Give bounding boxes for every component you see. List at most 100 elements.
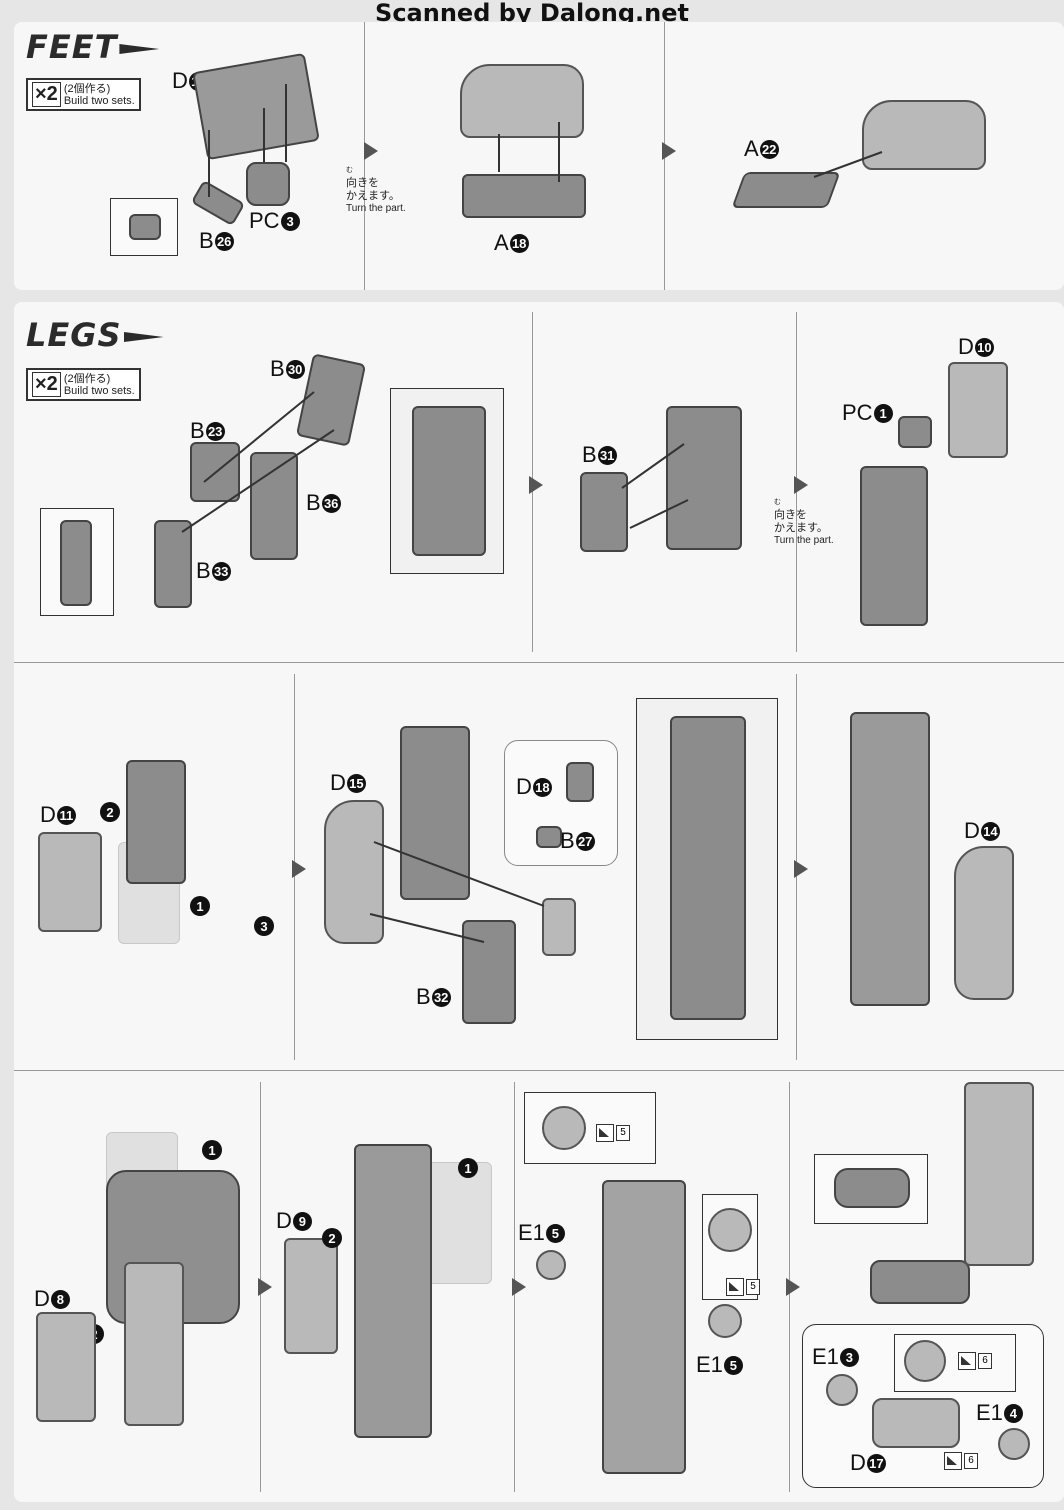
part-d11 — [38, 832, 102, 932]
part-d15 — [324, 800, 384, 944]
part-e15-detail-top — [542, 1106, 586, 1150]
sticker-5-top: 5 — [596, 1124, 630, 1142]
legs-title: LEGS — [26, 316, 164, 354]
part-heel — [870, 1260, 970, 1304]
assembly-arrows-legs-3 — [369, 841, 545, 943]
part-foot-assembled — [862, 100, 986, 170]
step-arrow-feet-2 — [662, 142, 676, 160]
turn-note-legs: む 向きを かえます。 Turn the part. — [774, 499, 834, 546]
part-knee-frame — [126, 760, 186, 884]
part-shin-with-d14 — [850, 712, 930, 1006]
feet-title: FEET — [26, 28, 160, 66]
assembly-arrows-legs-1 — [181, 391, 335, 533]
part-foot-shell — [460, 64, 584, 138]
feet-panel: FEET ×2 (2個作る)Build two sets. D16 B26 PC… — [14, 22, 1064, 290]
part-b26 — [190, 179, 246, 227]
part-b32 — [462, 920, 516, 1024]
step-2-badge: 2 — [100, 802, 120, 822]
assembly-arrows-feet-1 — [208, 84, 287, 197]
ghost-knee-guard-b — [424, 1162, 492, 1284]
part-d14 — [954, 846, 1014, 1000]
part-d18 — [566, 762, 594, 802]
part-leg-3d — [964, 1082, 1034, 1266]
part-e14 — [998, 1428, 1030, 1460]
step-arrow-legs-5 — [258, 1278, 272, 1296]
sticker-6-bottom: 6 — [944, 1452, 978, 1470]
part-b33 — [154, 520, 192, 608]
part-d10 — [948, 362, 1008, 458]
detail-part-b26 — [129, 214, 161, 240]
part-shin-assembled — [670, 716, 746, 1020]
part-upper-leg-frame — [412, 406, 486, 556]
part-leg-3b — [354, 1144, 432, 1438]
part-d17 — [872, 1398, 960, 1448]
part-b36 — [250, 452, 298, 560]
part-e13-detail — [904, 1340, 946, 1382]
part-a22-toe — [731, 172, 841, 208]
step-3-badge: 3 — [254, 916, 274, 936]
part-thigh-frame — [666, 406, 742, 550]
part-d8 — [36, 1312, 96, 1422]
part-thigh-assembled — [860, 466, 928, 626]
part-pc3 — [246, 162, 290, 206]
step-arrow-legs-1 — [529, 476, 543, 494]
step-1-badge: 1 — [190, 896, 210, 916]
part-heel-detail — [834, 1168, 910, 1208]
detail-part-b33 — [60, 520, 92, 606]
part-d16-foot-frame — [192, 52, 320, 161]
step-arrow-legs-3 — [292, 860, 306, 878]
part-shin-frame — [400, 726, 470, 900]
assembly-arrows-feet-2 — [498, 122, 560, 182]
part-d18-b27-assembled — [542, 898, 576, 956]
part-e15-right — [708, 1304, 742, 1338]
part-pc1 — [898, 416, 932, 448]
part-lower-leg-3a — [124, 1262, 184, 1426]
sticker-6-top: 6 — [958, 1352, 992, 1370]
part-d9 — [284, 1238, 338, 1354]
step-arrow-legs-7 — [786, 1278, 800, 1296]
step-1-badge-row3b: 1 — [458, 1158, 478, 1178]
part-leg-3c — [602, 1180, 686, 1474]
legs-build-badge: ×2 (2個作る)Build two sets. — [26, 368, 141, 401]
step-arrow-legs-2 — [794, 476, 808, 494]
scan-credit: Scanned by Dalong.net — [375, 0, 689, 27]
assembly-arrows-legs-2 — [621, 443, 689, 529]
turn-note-feet: む 向きを かえます。 Turn the part. — [346, 167, 406, 214]
part-a18-sole — [462, 174, 586, 218]
part-e15-left — [536, 1250, 566, 1280]
part-b31 — [580, 472, 628, 552]
part-e13 — [826, 1374, 858, 1406]
step-arrow-legs-4 — [794, 860, 808, 878]
assembly-arrow-feet-3 — [813, 151, 883, 178]
part-b27 — [536, 826, 562, 848]
step-arrow-feet-1 — [364, 142, 378, 160]
sticker-5-mid: 5 — [726, 1278, 760, 1296]
feet-build-badge: ×2 (2個作る)Build two sets. — [26, 78, 141, 111]
step-arrow-legs-6 — [512, 1278, 526, 1296]
part-e15-detail-mid — [708, 1208, 752, 1252]
